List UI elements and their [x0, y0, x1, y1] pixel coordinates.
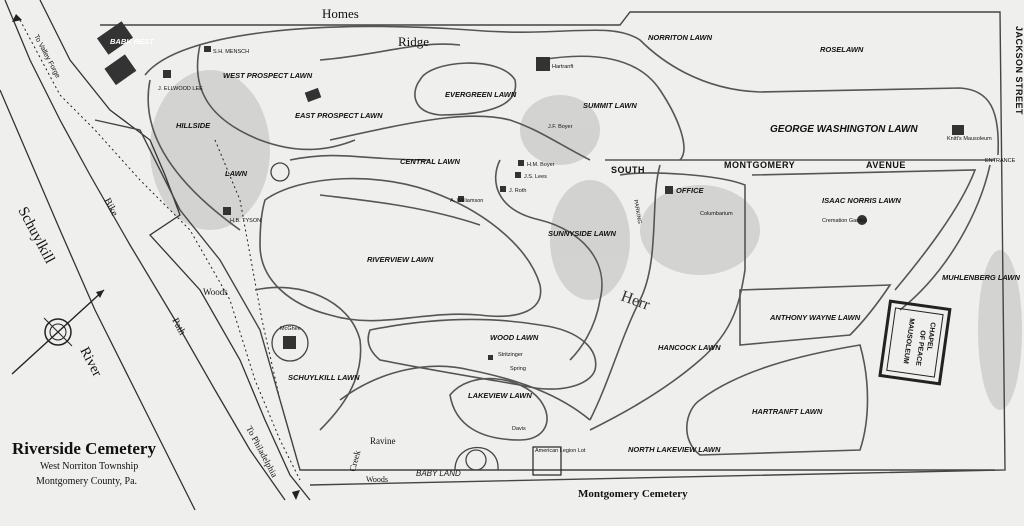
- schuylkill-lawn: SCHUYLKILL LAWN: [288, 373, 360, 382]
- buildings: [96, 21, 964, 360]
- grave-ellwood-lee: J. ELLWOOD LEE: [158, 86, 203, 92]
- county-label: Montgomery County, Pa.: [36, 476, 137, 487]
- hartranft-lawn: HARTRANFT LAWN: [752, 407, 823, 416]
- shaded-areas: [150, 70, 1022, 410]
- chapel-label: CHAPEL: [925, 322, 936, 352]
- babk-rest-label: BABK REST: [110, 37, 155, 46]
- riverview-lawn: RIVERVIEW LAWN: [367, 255, 434, 264]
- baby-land-label: BABY LAND: [416, 469, 461, 478]
- columbarium-label: Columbarium: [700, 211, 733, 217]
- schuylkill-label: Schuylkill: [14, 204, 57, 266]
- creek-label: Creek: [347, 449, 362, 473]
- to-philadelphia-label: To Philadelphia: [244, 424, 279, 479]
- river-label: River: [76, 345, 104, 380]
- mcghee-circle: [271, 324, 309, 362]
- of-label: OF: [918, 330, 926, 341]
- isaac-norris-lawn: ISAAC NORRIS LAWN: [822, 196, 901, 205]
- anthony-wayne-lawn: ANTHONY WAYNE LAWN: [769, 313, 861, 322]
- west-prospect-lawn: WEST PROSPECT LAWN: [223, 71, 313, 80]
- small-circle: [270, 162, 290, 182]
- peace-label: PEACE: [914, 341, 924, 366]
- north-lakeview-lawn: NORTH LAKEVIEW LAWN: [628, 445, 721, 454]
- american-legion-label: American Legion Lot: [535, 448, 586, 454]
- roads: [144, 25, 1000, 456]
- grave-davis: Davis: [512, 426, 526, 432]
- entrance-label: ENTRANCE: [985, 158, 1016, 164]
- compass-icon: [11, 289, 105, 375]
- township-label: West Norriton Township: [40, 461, 138, 472]
- grave-stritzinger: Stritzinger: [498, 352, 523, 358]
- montgomery-cemetery-label: Montgomery Cemetery: [578, 488, 688, 500]
- grave-tyson: H.B. TYSON: [230, 218, 261, 224]
- summit-lawn: SUMMIT LAWN: [583, 101, 637, 110]
- grave-williamson: A. Williamson: [450, 198, 483, 204]
- muhlenberg-lawn: MUHLENBERG LAWN: [942, 273, 1020, 282]
- title-block: Riverside Cemetery West Norriton Townshi…: [12, 439, 156, 487]
- svg-text:OF PEACE: OF PEACE: [914, 330, 926, 367]
- south-label: SOUTH: [611, 165, 645, 175]
- river-banks: [0, 0, 311, 511]
- sunnyside-lawn: SUNNYSIDE LAWN: [548, 229, 617, 238]
- homes-label: Homes: [322, 6, 359, 21]
- woods-lower-label: Woods: [366, 475, 388, 484]
- cemetery-name: Riverside Cemetery: [12, 439, 156, 458]
- jackson-street-label: JACKSON STREET: [1014, 26, 1024, 115]
- lawn-label: LAWN: [225, 169, 248, 178]
- boundary: [94, 11, 1006, 486]
- mausoleum-label: MAUSOLEUM: [902, 318, 915, 365]
- norriton-lawn: NORRITON LAWN: [648, 33, 713, 42]
- grave-spring: Spring: [510, 366, 526, 372]
- central-lawn: CENTRAL LAWN: [400, 157, 460, 166]
- roselawn: ROSELAWN: [820, 45, 864, 54]
- hillside-label: HILLSIDE: [176, 121, 211, 130]
- philadelphia-arrow: [292, 490, 300, 500]
- woods-upper-label: Woods: [203, 287, 228, 297]
- grave-mcghee: McGhee: [280, 326, 301, 332]
- east-prospect-lawn: EAST PROSPECT LAWN: [295, 111, 383, 120]
- grave-lees: J.S. Lees: [524, 174, 547, 180]
- dotted-trail: [214, 139, 301, 471]
- chapel-of-peace-mausoleum: [878, 299, 952, 386]
- office-label: OFFICE: [676, 186, 704, 195]
- evergreen-lawn: EVERGREEN LAWN: [445, 90, 517, 99]
- lakeview-lawn: LAKEVIEW LAWN: [468, 391, 532, 400]
- parking-label: PARKING: [632, 199, 642, 224]
- wood-lawn: WOOD LAWN: [490, 333, 539, 342]
- hancock-lawn: HANCOCK LAWN: [658, 343, 721, 352]
- grave-mensch: S.H. MENSCH: [213, 49, 249, 55]
- george-washington-lawn: GEORGE WASHINGTON LAWN: [770, 124, 918, 135]
- path-label: Path: [169, 316, 187, 337]
- ravine-label: Ravine: [370, 436, 396, 446]
- avenue-label: AVENUE: [866, 160, 906, 170]
- grave-boyer-jf: J.F. Boyer: [548, 124, 573, 130]
- valley-forge-arrow: [12, 14, 22, 22]
- cremation-garden-label: Cremation Garden: [822, 218, 867, 224]
- montgomery-label: MONTGOMERY: [724, 160, 795, 170]
- bike-path: [19, 19, 301, 481]
- grave-hartranft: Hartranft: [552, 64, 574, 70]
- bike-label: Bike: [101, 196, 120, 218]
- ridge-label: Ridge: [398, 34, 429, 49]
- baby-land-circle: [465, 449, 487, 471]
- grave-boyer-hm: H.M. Boyer: [527, 162, 555, 168]
- grave-knitts: Knitt's Mausoleum: [947, 136, 992, 142]
- american-legion-lot-box: [532, 446, 562, 476]
- grave-roth: J. Roth: [509, 188, 526, 194]
